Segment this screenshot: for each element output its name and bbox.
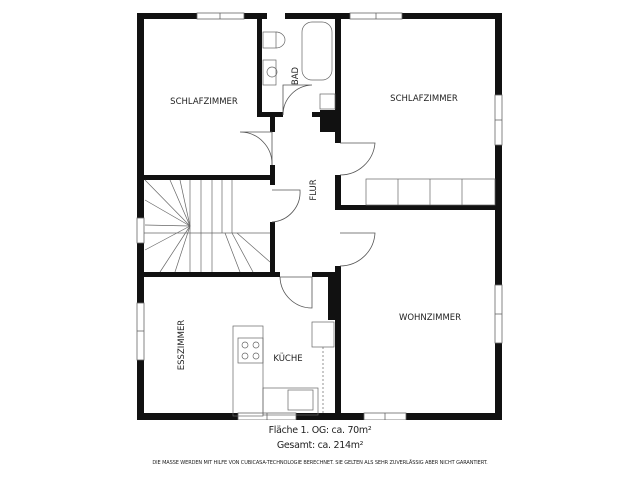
room-label-kueche: KÜCHE <box>273 353 302 364</box>
area-floor-text: Fläche 1. OG: ca. 70m² <box>268 425 372 436</box>
room-label-wohnzimmer: WOHNZIMMER <box>399 313 461 323</box>
room-label-schlafzimmer-1: SCHLAFZIMMER <box>170 97 238 107</box>
room-label-esszimmer: ESSZIMMER <box>177 320 187 371</box>
floor-plan: SCHLAFZIMMER BAD SCHLAFZIMMER FLUR ESSZI… <box>136 12 503 420</box>
doors <box>239 84 376 309</box>
disclaimer-text: DIE MASSE WERDEN MIT HILFE VON CUBICASA-… <box>152 460 488 466</box>
room-label-bad: BAD <box>291 66 301 85</box>
room-label-flur: FLUR <box>309 179 319 200</box>
area-total-text: Gesamt: ca. 214m² <box>276 440 364 451</box>
windows <box>136 12 503 420</box>
walls <box>137 13 502 420</box>
room-label-schlafzimmer-2: SCHLAFZIMMER <box>390 94 458 104</box>
fixtures <box>144 21 496 417</box>
stair-treads <box>144 179 271 273</box>
